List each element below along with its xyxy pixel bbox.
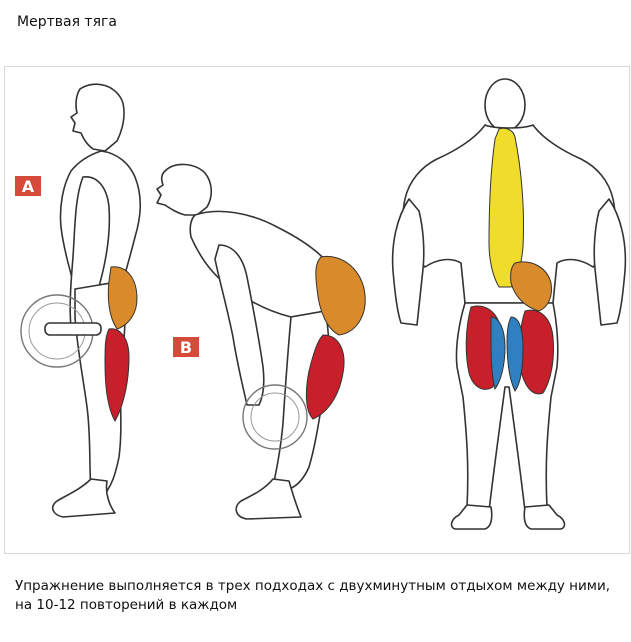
- figure-a-hamstrings: [104, 328, 130, 423]
- back-view-glutes: [510, 261, 552, 312]
- exercise-illustration: A B: [4, 66, 630, 554]
- label-a-badge: A: [15, 176, 41, 196]
- label-a: A: [22, 177, 35, 196]
- figure-b-hamstrings: [305, 334, 345, 420]
- back-view-adductors-right: [506, 316, 524, 392]
- figure-a-glutes: [107, 266, 138, 330]
- back-view-adductors-left: [490, 316, 506, 391]
- figure-b-glutes: [315, 255, 366, 336]
- label-b-badge: B: [173, 337, 199, 357]
- page-title: Мертвая тяга: [17, 14, 117, 30]
- label-b: B: [180, 338, 192, 357]
- exercise-caption: Упражнение выполняется в трех подходах с…: [15, 578, 611, 613]
- back-view-hamstrings-right: [519, 309, 554, 395]
